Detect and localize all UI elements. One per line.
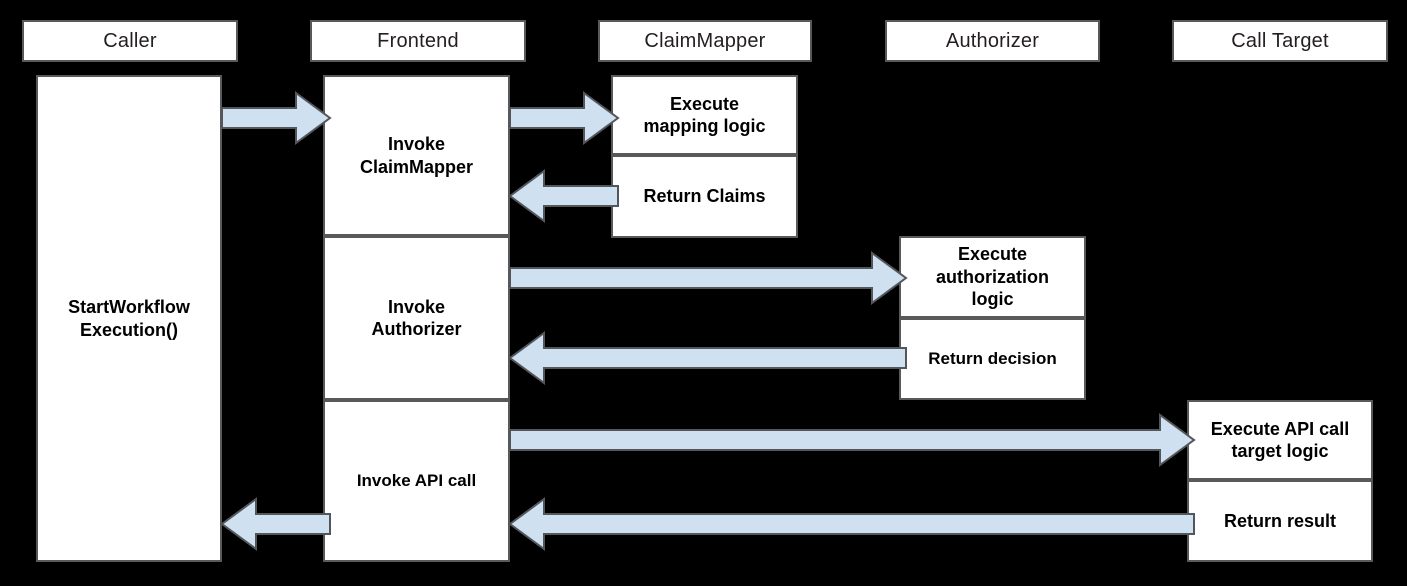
message-arrow-m5-left	[508, 331, 907, 385]
activation-target-return: Return result	[1187, 480, 1373, 562]
activation-claim-return: Return Claims	[611, 155, 798, 238]
arrow-shape	[509, 413, 1196, 467]
activation-auth-return: Return decision	[899, 318, 1086, 400]
arrow-shape	[220, 497, 331, 551]
message-arrow-m7-left	[508, 497, 1195, 551]
message-arrow-m4-right	[509, 251, 908, 305]
lifeline-header-calltarget: Call Target	[1172, 20, 1388, 62]
lifeline-header-authorizer: Authorizer	[885, 20, 1100, 62]
message-arrow-m8-left	[220, 497, 331, 551]
arrow-shape	[508, 497, 1195, 551]
message-arrow-m6-right	[509, 413, 1196, 467]
activation-frontend-api: Invoke API call	[323, 400, 510, 562]
arrow-shape	[509, 251, 908, 305]
arrow-shape	[221, 91, 332, 145]
lifeline-header-caller: Caller	[22, 20, 238, 62]
lifeline-header-frontend: Frontend	[310, 20, 526, 62]
arrow-shape	[508, 169, 619, 223]
lifeline-header-claimmapper: ClaimMapper	[598, 20, 812, 62]
arrow-shape	[508, 331, 907, 385]
message-arrow-m2-right	[509, 91, 620, 145]
message-arrow-m3-left	[508, 169, 619, 223]
arrow-shape	[509, 91, 620, 145]
message-arrow-m1-right	[221, 91, 332, 145]
